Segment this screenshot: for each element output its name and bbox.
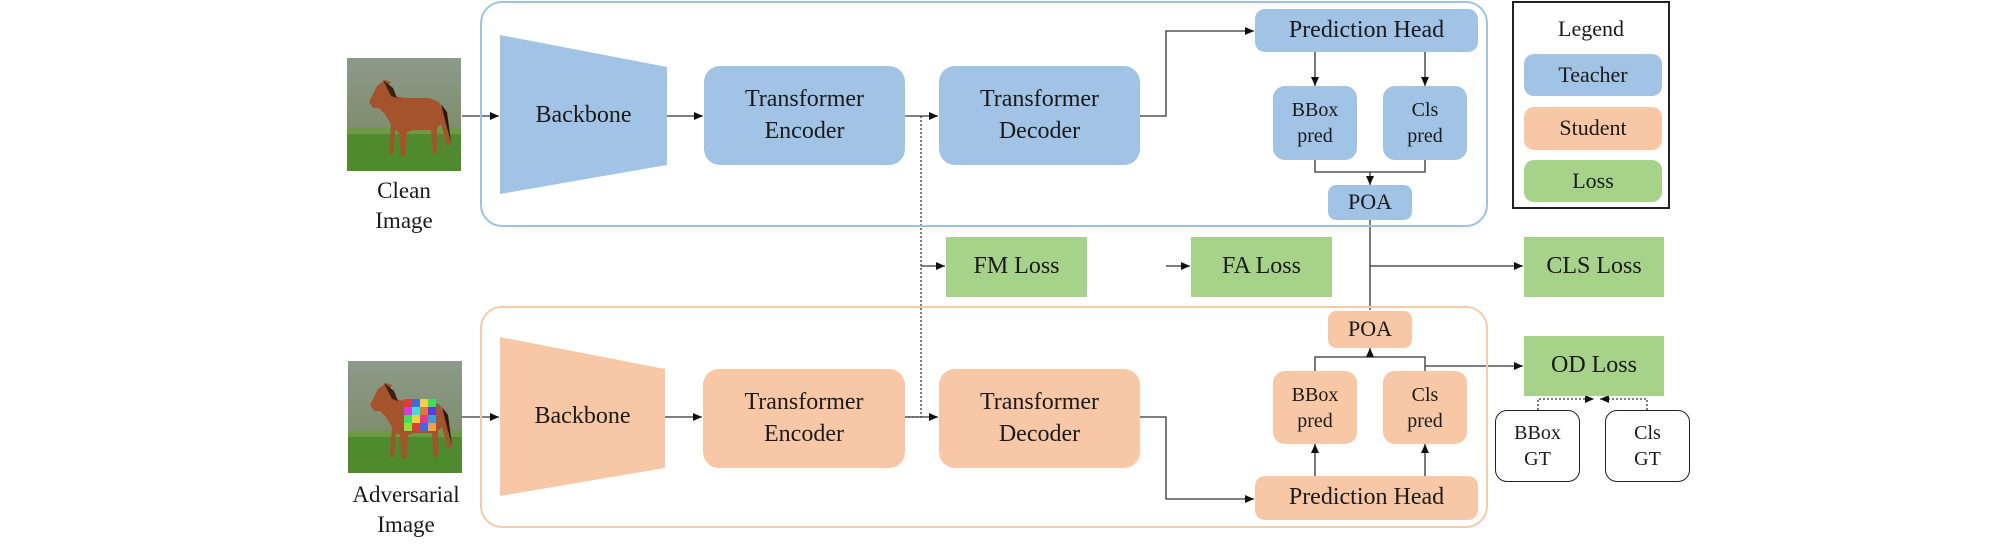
teacher-prediction-head-label: Prediction Head <box>1288 16 1445 43</box>
od-loss-label: OD Loss <box>1550 352 1637 379</box>
legend-loss: Loss <box>1524 160 1662 202</box>
teacher-poa: POA <box>1328 185 1412 220</box>
student-decoder-line1: Transformer <box>979 389 1100 416</box>
student-encoder-line1: Transformer <box>744 389 864 416</box>
teacher-poa-label: POA <box>1347 189 1392 215</box>
student-decoder-line2: Decoder <box>998 420 1081 447</box>
horse-adversarial-picture <box>348 361 462 473</box>
fm-loss: FM Loss <box>946 237 1087 297</box>
bbox-gt-line1: BBox <box>1514 422 1561 444</box>
legend-student: Student <box>1524 107 1662 150</box>
adversarial-label-line2: Image <box>377 511 435 537</box>
teacher-encoder-line1: Transformer <box>744 86 865 113</box>
teacher-encoder-line2: Encoder <box>764 117 845 144</box>
clean-image-label: Clean Image <box>346 176 462 236</box>
fa-loss: FA Loss <box>1191 237 1332 297</box>
teacher-backbone: Backbone <box>500 95 667 137</box>
teacher-backbone-label: Backbone <box>535 102 632 129</box>
wire-bboxgt-to-odloss <box>1537 395 1594 410</box>
adversarial-label-line1: Adversarial <box>352 482 460 507</box>
teacher-bbox-line1: BBox <box>1291 99 1339 121</box>
student-cls-line2: pred <box>1407 409 1443 432</box>
od-loss: OD Loss <box>1524 336 1664 396</box>
student-bbox-line1: BBox <box>1291 383 1339 406</box>
cls-loss-label: CLS Loss <box>1546 253 1642 280</box>
adversarial-patch <box>404 399 436 431</box>
clean-label-line1: Clean <box>377 178 431 203</box>
teacher-decoder-line1: Transformer <box>979 86 1100 113</box>
fm-loss-label: FM Loss <box>973 253 1060 280</box>
bbox-gt-line2: GT <box>1524 448 1551 470</box>
student-cls-pred: Cls pred <box>1383 371 1467 444</box>
clean-label-line2: Image <box>375 207 433 233</box>
teacher-backbone-shape <box>500 35 667 194</box>
cls-gt-line1: Cls <box>1634 422 1661 444</box>
student-prediction-head-label: Prediction Head <box>1288 484 1445 511</box>
clean-image <box>347 58 461 171</box>
student-group <box>480 306 1488 528</box>
teacher-cls-pred: Cls pred <box>1383 86 1467 160</box>
legend-title: Legend <box>1558 15 1624 41</box>
student-encoder-line2: Encoder <box>764 420 844 447</box>
legend-box: Legend Teacher Student Loss <box>1512 1 1670 209</box>
student-prediction-head: Prediction Head <box>1255 476 1478 520</box>
teacher-group <box>480 1 1488 227</box>
teacher-decoder-line2: Decoder <box>998 117 1081 144</box>
adversarial-image-label: Adversarial Image <box>333 480 479 540</box>
student-bbox-line2: pred <box>1297 409 1333 432</box>
student-poa: POA <box>1328 311 1412 348</box>
wire-clsgt-to-odloss <box>1600 395 1648 410</box>
cls-gt-line2: GT <box>1634 448 1661 470</box>
wire-encoders-to-fmloss <box>905 116 922 418</box>
fa-loss-label: FA Loss <box>1222 253 1301 280</box>
student-bbox-pred: BBox pred <box>1273 371 1357 444</box>
horse-clean-picture <box>347 58 461 171</box>
adversarial-image <box>348 361 462 473</box>
teacher-cls-line1: Cls <box>1411 99 1439 121</box>
student-backbone-label: Backbone <box>534 403 631 430</box>
teacher-cls-line2: pred <box>1407 125 1443 147</box>
student-poa-label: POA <box>1347 316 1392 342</box>
legend-teacher: Teacher <box>1524 54 1662 96</box>
teacher-prediction-head: Prediction Head <box>1255 9 1478 52</box>
student-backbone: Backbone <box>500 396 665 438</box>
teacher-bbox-pred: BBox pred <box>1273 86 1357 160</box>
cls-loss: CLS Loss <box>1524 237 1664 297</box>
arrow-tdecoder-to-head <box>1140 27 1254 117</box>
teacher-bbox-line2: pred <box>1297 125 1333 147</box>
arrow-sdecoder-to-head <box>1140 416 1254 503</box>
student-cls-line1: Cls <box>1411 383 1439 406</box>
student-backbone-shape <box>500 337 665 496</box>
